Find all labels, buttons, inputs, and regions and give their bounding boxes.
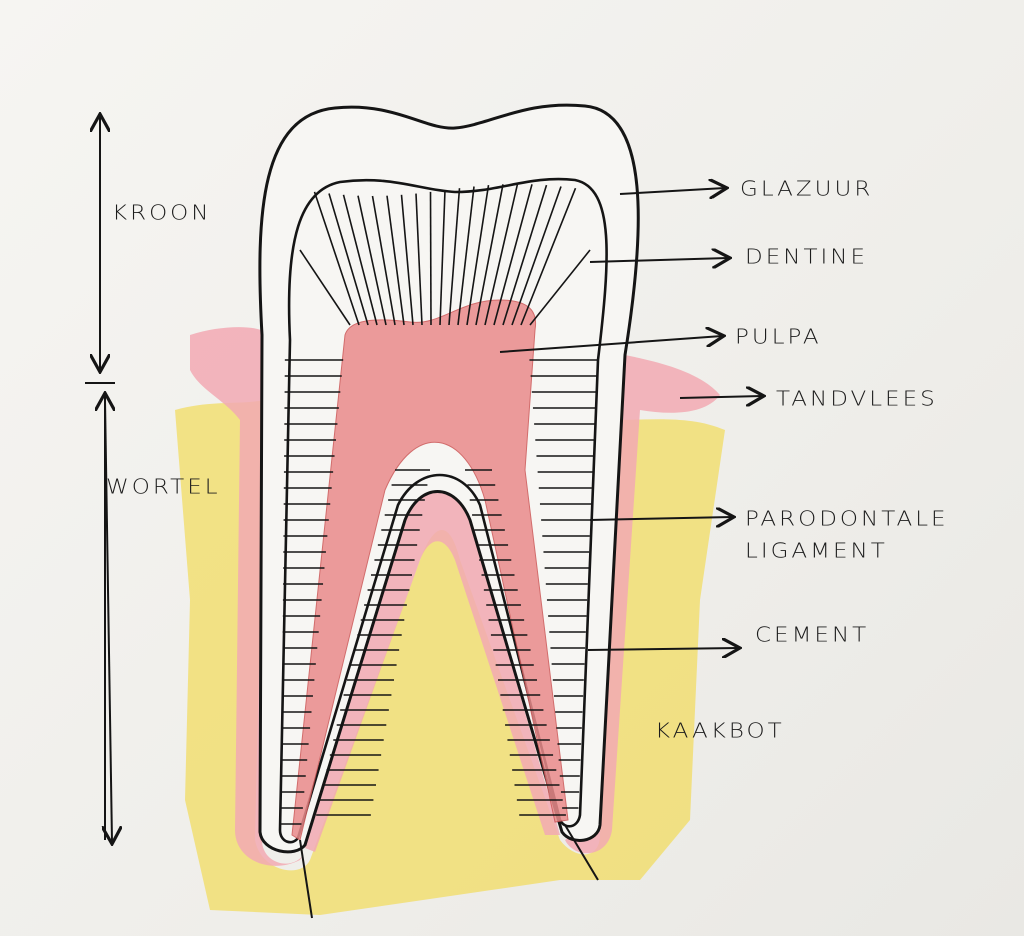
tubule-line — [448, 188, 461, 326]
tubule-line — [342, 194, 378, 326]
label-enamel: GLAZUUR — [740, 177, 874, 201]
tubule-line — [328, 193, 369, 326]
tubule-line — [457, 186, 475, 326]
dentine-tubules — [281, 183, 598, 825]
tubule-line — [429, 191, 432, 326]
ligament-pointer — [589, 517, 732, 520]
tubule-line — [400, 194, 414, 326]
tubule-line — [439, 189, 446, 326]
pulp-region — [291, 299, 569, 841]
gum-inner — [305, 490, 560, 852]
label-gums: TANDVLEES — [776, 387, 938, 411]
tubule-line — [529, 249, 591, 326]
tubule-line — [357, 195, 387, 326]
root-arrow-down — [105, 399, 112, 842]
label-jawbone: KAAKBOT — [655, 719, 785, 743]
label-ligament-line2: LIGAMENT — [745, 539, 888, 563]
dentine-pointer — [589, 258, 728, 262]
tubule-line — [371, 195, 396, 326]
nerve-left — [299, 839, 313, 919]
label-crown: KROON — [112, 201, 212, 225]
tubule-line — [386, 195, 405, 326]
tubule-line — [415, 193, 423, 326]
tubule-line — [313, 191, 360, 326]
tubule-line — [484, 183, 519, 326]
label-dentine: DENTINE — [745, 245, 869, 269]
gum-right — [565, 355, 720, 854]
gum-pointer — [679, 396, 762, 398]
tubule-line — [502, 184, 548, 326]
tubule-line — [299, 249, 351, 326]
nerve-right — [564, 824, 599, 881]
tubule-line — [475, 184, 504, 326]
tubule-line — [493, 184, 533, 326]
enamel-pointer — [619, 188, 725, 194]
label-ligament-line1: PARODONTALE — [745, 507, 949, 531]
tubule-line — [511, 186, 562, 326]
label-cement: CEMENT — [755, 623, 870, 647]
label-pulp: PULPA — [735, 325, 822, 349]
tubule-line — [466, 185, 490, 326]
jawbone-region — [175, 400, 725, 915]
label-root: WORTEL — [106, 475, 221, 499]
cement-pointer — [587, 648, 738, 650]
gum-left — [190, 327, 305, 866]
pulp-pointer — [499, 336, 722, 353]
tubule-line — [520, 187, 577, 326]
